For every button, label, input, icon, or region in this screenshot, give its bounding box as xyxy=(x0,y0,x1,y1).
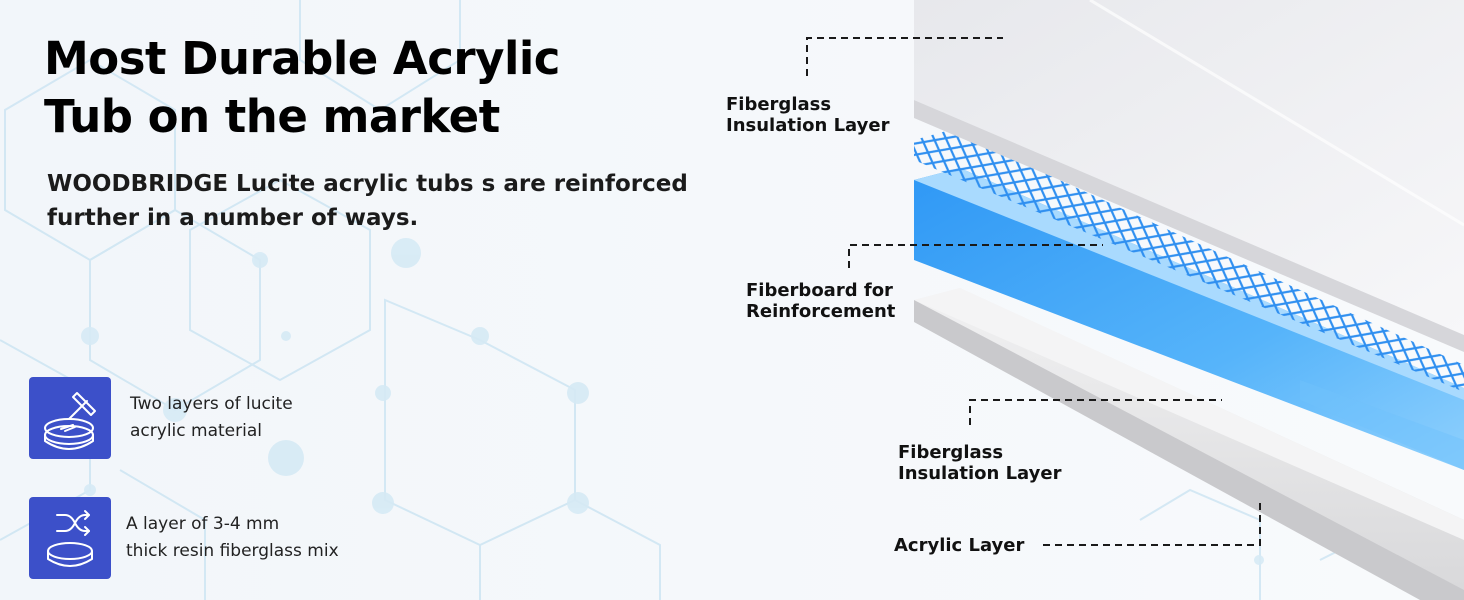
leader-top-insulation xyxy=(806,37,1003,76)
feature-lucite-layers: Two layers of lucite acrylic material xyxy=(29,377,293,459)
fiberglass-mesh-layer xyxy=(914,130,1464,392)
leader-acrylic xyxy=(1043,503,1261,546)
leader-fiberboard xyxy=(848,244,1103,268)
label-fiberboard-line-1: Fiberboard for xyxy=(746,280,893,301)
label-top-insulation-line-2: Insulation Layer xyxy=(726,115,890,136)
description-line-2: further in a number of ways. xyxy=(47,205,419,231)
feature-1-line-1: Two layers of lucite xyxy=(130,394,293,414)
title-line-1: Most Durable Acrylic xyxy=(44,32,560,85)
description: WOODBRIDGE Lucite acrylic tubs s are rei… xyxy=(47,167,697,235)
feature-lucite-text: Two layers of lucite acrylic material xyxy=(130,391,293,445)
feature-2-line-1: A layer of 3-4 mm xyxy=(126,514,280,534)
feature-resin-fiberglass: A layer of 3-4 mm thick resin fiberglass… xyxy=(29,497,339,579)
label-bottom-insulation-line-2: Insulation Layer xyxy=(898,463,1062,484)
feature-1-line-2: acrylic material xyxy=(130,421,262,441)
label-fiberboard-line-2: Reinforcement xyxy=(746,301,896,322)
label-acrylic-layer: Acrylic Layer xyxy=(894,535,1024,556)
top-insulation-plate xyxy=(914,0,1464,352)
fiberboard-layer xyxy=(914,168,1464,470)
label-bottom-fiberglass-insulation: Fiberglass Insulation Layer xyxy=(898,442,1061,484)
hammer-on-lucite-discs-icon xyxy=(29,377,111,459)
acrylic-layer-plate xyxy=(914,288,1464,600)
label-fiberboard-reinforcement: Fiberboard for Reinforcement xyxy=(746,280,895,322)
feature-2-line-2: thick resin fiberglass mix xyxy=(126,541,339,561)
shuffle-arrows-on-discs-icon xyxy=(29,497,111,579)
leader-bottom-insulation xyxy=(969,399,1222,425)
description-line-1: WOODBRIDGE Lucite acrylic tubs s are rei… xyxy=(47,171,688,197)
label-top-fiberglass-insulation: Fiberglass Insulation Layer xyxy=(726,94,889,136)
label-top-insulation-line-1: Fiberglass xyxy=(726,94,832,115)
feature-resin-text: A layer of 3-4 mm thick resin fiberglass… xyxy=(126,511,339,565)
label-bottom-insulation-line-1: Fiberglass xyxy=(898,442,1004,463)
label-acrylic-line-1: Acrylic Layer xyxy=(894,535,1025,556)
page-title: Most Durable Acrylic Tub on the market xyxy=(44,30,644,146)
title-line-2: Tub on the market xyxy=(44,90,500,143)
